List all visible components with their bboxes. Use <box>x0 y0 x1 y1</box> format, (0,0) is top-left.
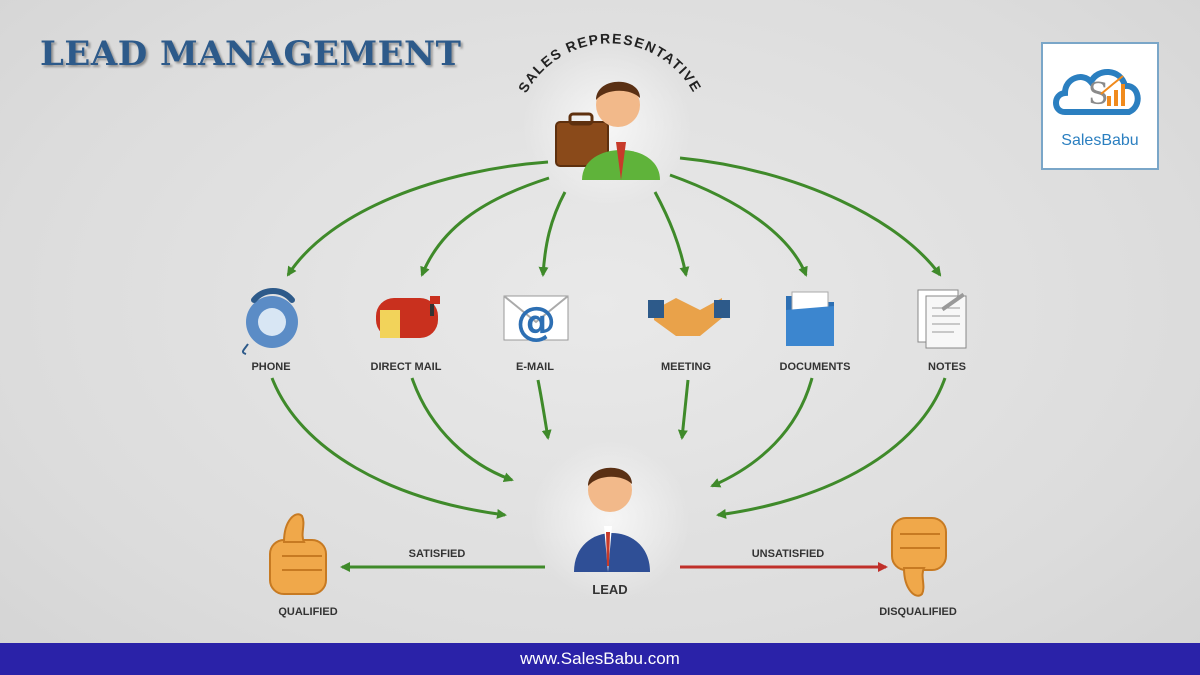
lead-halo <box>530 440 690 600</box>
disqualified-label: DISQUALIFIED <box>879 606 957 618</box>
arrow-documents-to-lead <box>710 377 814 488</box>
salesbabu-logo[interactable]: S SalesBabu <box>1041 42 1159 170</box>
arrow-to-phone <box>286 160 549 277</box>
qualified-label: QUALIFIED <box>278 606 338 618</box>
arrow-mail-to-lead <box>410 377 514 483</box>
channel-label-phone: PHONE <box>251 361 291 373</box>
phone-icon <box>241 288 298 355</box>
channel-label-documents: DOCUMENTS <box>779 361 851 373</box>
notes-icon <box>917 289 967 349</box>
cloud-chart-icon: S <box>1053 69 1141 115</box>
channel-label-email: E-MAIL <box>516 361 554 373</box>
channel-label-meeting: MEETING <box>660 361 712 373</box>
arrow-to-meeting <box>653 191 690 277</box>
svg-text:@: @ <box>516 299 556 345</box>
arrow-meeting-to-lead <box>677 379 690 440</box>
meeting-handshake-icon <box>648 298 730 336</box>
footer-bar: www.SalesBabu.com <box>0 643 1200 675</box>
direct-mail-icon <box>376 296 440 338</box>
arrow-email-to-lead <box>536 379 552 440</box>
inbound-arrows <box>270 377 947 519</box>
logo-text: SalesBabu <box>1061 132 1139 149</box>
lead-label: LEAD <box>592 582 628 597</box>
arrow-to-notes <box>679 156 942 277</box>
channel-label-notes: NOTES <box>928 361 966 373</box>
arrow-to-documents <box>669 173 808 277</box>
channel-label-direct-mail: DIRECT MAIL <box>370 361 442 373</box>
svg-text:S: S <box>1088 77 1109 112</box>
outbound-arrows <box>286 156 942 277</box>
lead-person-icon <box>574 467 650 572</box>
satisfied-label: SATISFIED <box>408 548 466 560</box>
sales-representative-icon <box>555 81 660 180</box>
thumbs-down-icon <box>891 517 947 597</box>
thumbs-up-icon <box>269 513 327 595</box>
arrow-to-direct-mail <box>420 176 550 277</box>
arrow-notes-to-lead <box>716 377 947 519</box>
footer-url-link[interactable]: www.SalesBabu.com <box>520 649 680 668</box>
arrow-phone-to-lead <box>270 377 507 519</box>
page-title: LEAD MANAGEMENT <box>40 34 462 74</box>
email-icon: @ <box>503 295 569 345</box>
documents-folder-icon <box>786 291 834 346</box>
unsatisfied-label: UNSATISFIED <box>751 548 825 560</box>
arrow-to-email <box>538 191 567 277</box>
